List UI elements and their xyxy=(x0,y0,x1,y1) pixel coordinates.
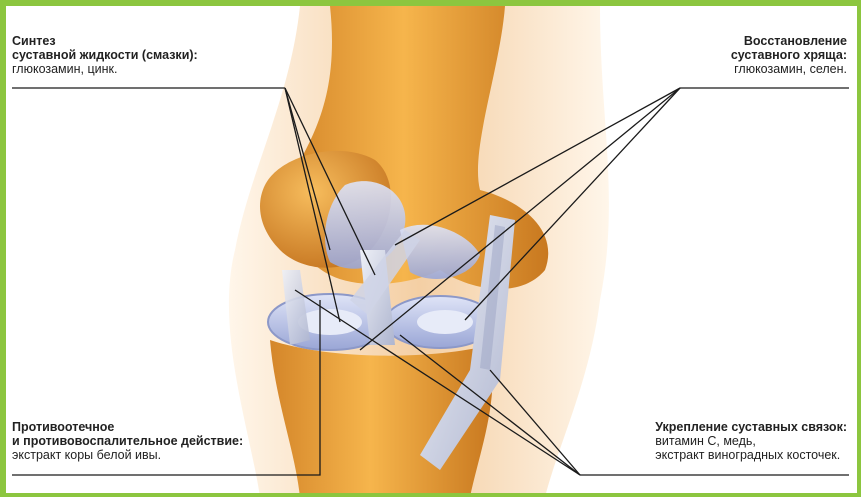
label-ligaments-text-1: витамин С, медь, xyxy=(655,434,847,448)
label-ligaments-text-2: экстракт виноградных косточек. xyxy=(655,448,847,462)
label-synovial-fluid: Синтез суставной жидкости (смазки): глюк… xyxy=(12,34,198,76)
label-cartilage-restoration: Восстановление суставного хряща: глюкоза… xyxy=(731,34,847,76)
label-anti-title-2: и противовоспалительное действие: xyxy=(12,434,243,448)
label-synovial-title-1: Синтез xyxy=(12,34,198,48)
label-cartilage-text: глюкозамин, селен. xyxy=(731,62,847,76)
label-ligaments-title: Укрепление суставных связок: xyxy=(655,420,847,434)
label-anti-text: экстракт коры белой ивы. xyxy=(12,448,243,462)
frame-border-bottom xyxy=(0,493,861,497)
label-ligaments: Укрепление суставных связок: витамин С, … xyxy=(655,420,847,462)
frame-border-left xyxy=(0,0,6,497)
label-synovial-text: глюкозамин, цинк. xyxy=(12,62,198,76)
frame-border-top xyxy=(0,0,861,6)
label-anti-title-1: Противоотечное xyxy=(12,420,243,434)
label-cartilage-title-1: Восстановление xyxy=(731,34,847,48)
frame-border-right xyxy=(857,0,861,497)
label-synovial-title-2: суставной жидкости (смазки): xyxy=(12,48,198,62)
label-anti-inflammatory: Противоотечное и противовоспалительное д… xyxy=(12,420,243,462)
label-cartilage-title-2: суставного хряща: xyxy=(731,48,847,62)
